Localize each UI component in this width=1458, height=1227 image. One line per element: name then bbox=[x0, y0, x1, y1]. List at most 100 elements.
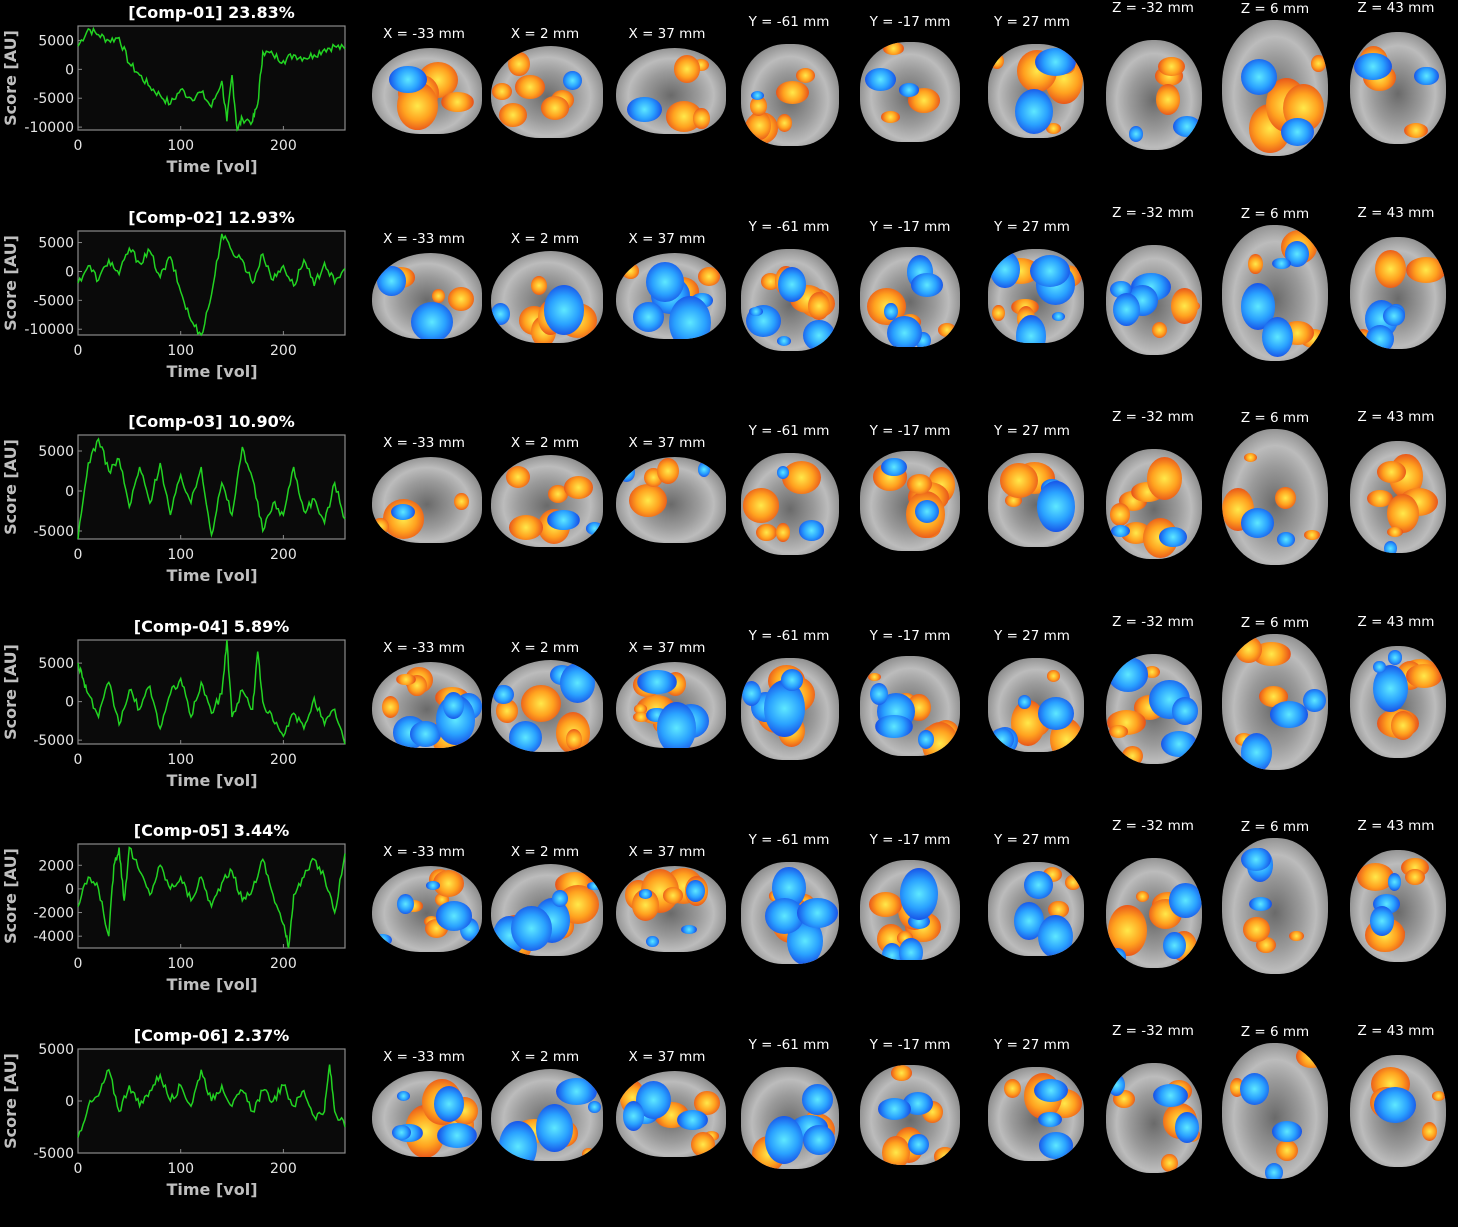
y-tick-label: -5000 bbox=[33, 524, 74, 540]
negative-activation bbox=[372, 933, 392, 946]
negative-activation bbox=[559, 663, 595, 703]
negative-activation bbox=[435, 901, 473, 931]
timecourse-line bbox=[77, 846, 346, 949]
negative-activation bbox=[623, 1101, 645, 1131]
negative-activation bbox=[657, 702, 696, 748]
negative-activation bbox=[391, 1124, 412, 1141]
brain-slice-image bbox=[372, 661, 482, 748]
x-tick-label: 200 bbox=[270, 138, 297, 154]
slice-label: Z = -32 mm bbox=[1112, 1022, 1194, 1039]
brain-slice-image bbox=[741, 248, 839, 351]
negative-activation bbox=[1271, 1121, 1303, 1143]
slice-label: Z = 43 mm bbox=[1357, 204, 1435, 221]
brain-slice-image bbox=[372, 457, 482, 543]
negative-activation bbox=[425, 880, 441, 890]
positive-activation bbox=[795, 68, 815, 84]
negative-activation bbox=[1160, 730, 1198, 757]
negative-activation bbox=[1030, 254, 1071, 287]
brain-slice-image bbox=[616, 48, 726, 134]
positive-activation bbox=[781, 460, 822, 495]
brain-slice-image bbox=[1350, 1054, 1446, 1167]
negative-activation bbox=[798, 520, 825, 541]
positive-activation bbox=[530, 276, 547, 296]
y-axis-label: Score [AU] bbox=[1, 30, 20, 126]
plot-area bbox=[77, 638, 346, 745]
brain-slice-image bbox=[1350, 441, 1446, 553]
positive-activation bbox=[1247, 253, 1263, 275]
negative-activation bbox=[585, 521, 603, 535]
negative-activation bbox=[1038, 914, 1074, 956]
x-tick-label: 0 bbox=[74, 547, 83, 563]
positive-activation bbox=[520, 684, 562, 723]
brain-slice-image bbox=[616, 457, 726, 543]
positive-activation bbox=[747, 110, 772, 141]
negative-activation bbox=[881, 943, 903, 960]
x-axis-label: Time [vol] bbox=[166, 566, 257, 585]
positive-activation bbox=[496, 698, 518, 723]
brain-slice-image bbox=[860, 451, 960, 551]
positive-activation bbox=[582, 1148, 595, 1161]
slice-label: Z = 6 mm bbox=[1240, 1, 1310, 17]
negative-activation bbox=[1240, 847, 1271, 871]
negative-activation bbox=[917, 730, 934, 750]
brain-slice-image bbox=[372, 1070, 482, 1157]
negative-activation bbox=[510, 906, 552, 952]
positive-activation bbox=[1157, 56, 1185, 77]
positive-activation bbox=[1403, 122, 1428, 139]
x-axis-label: Time [vol] bbox=[166, 157, 257, 176]
positive-activation bbox=[633, 704, 647, 714]
brain-slice-image bbox=[1350, 32, 1446, 144]
positive-activation bbox=[382, 696, 400, 719]
negative-activation bbox=[751, 90, 765, 101]
negative-activation bbox=[1281, 117, 1314, 147]
positive-activation bbox=[396, 673, 416, 686]
slice-label: Z = 43 mm bbox=[1357, 0, 1435, 16]
negative-activation bbox=[587, 881, 602, 891]
y-tick-label: 2000 bbox=[38, 858, 74, 874]
negative-activation bbox=[686, 879, 706, 903]
y-tick-label: -10000 bbox=[24, 322, 74, 338]
slice-label: Y = -61 mm bbox=[748, 832, 830, 848]
brain-slice-image bbox=[616, 661, 726, 748]
negative-activation bbox=[764, 680, 806, 738]
x-tick-label: 0 bbox=[74, 1161, 83, 1177]
x-tick-label: 100 bbox=[167, 547, 194, 563]
slice-label: Y = 27 mm bbox=[994, 218, 1070, 235]
slice-label: Y = -61 mm bbox=[748, 1036, 830, 1053]
slice-label: Z = 6 mm bbox=[1240, 614, 1310, 631]
brain-slice-image bbox=[491, 46, 603, 138]
positive-activation bbox=[1045, 122, 1061, 134]
negative-activation bbox=[1249, 897, 1273, 912]
positive-activation bbox=[1108, 904, 1147, 956]
positive-activation bbox=[891, 1065, 912, 1081]
negative-activation bbox=[1016, 315, 1047, 343]
x-axis-label: Time [vol] bbox=[166, 1180, 257, 1199]
positive-activation bbox=[663, 887, 684, 904]
negative-activation bbox=[588, 1101, 602, 1114]
slice-label: Z = 6 mm bbox=[1240, 1023, 1310, 1040]
positive-activation bbox=[761, 273, 780, 291]
negative-activation bbox=[898, 938, 923, 960]
negative-activation bbox=[377, 266, 406, 296]
timecourse-line bbox=[77, 233, 346, 336]
brain-slice-image bbox=[1106, 858, 1202, 968]
slice-label: X = 2 mm bbox=[510, 1048, 580, 1065]
slice-label: Z = -32 mm bbox=[1112, 204, 1194, 221]
negative-activation bbox=[1383, 540, 1398, 553]
slice-label: X = 2 mm bbox=[510, 435, 580, 451]
positive-activation bbox=[633, 711, 650, 722]
brain-slice-image bbox=[1222, 1042, 1328, 1179]
brain-slice-image bbox=[988, 657, 1084, 752]
positive-activation bbox=[991, 304, 1005, 322]
y-tick-label: -5000 bbox=[33, 293, 74, 309]
negative-activation bbox=[911, 272, 944, 298]
timecourse-line bbox=[77, 26, 346, 132]
negative-activation bbox=[499, 1121, 537, 1161]
